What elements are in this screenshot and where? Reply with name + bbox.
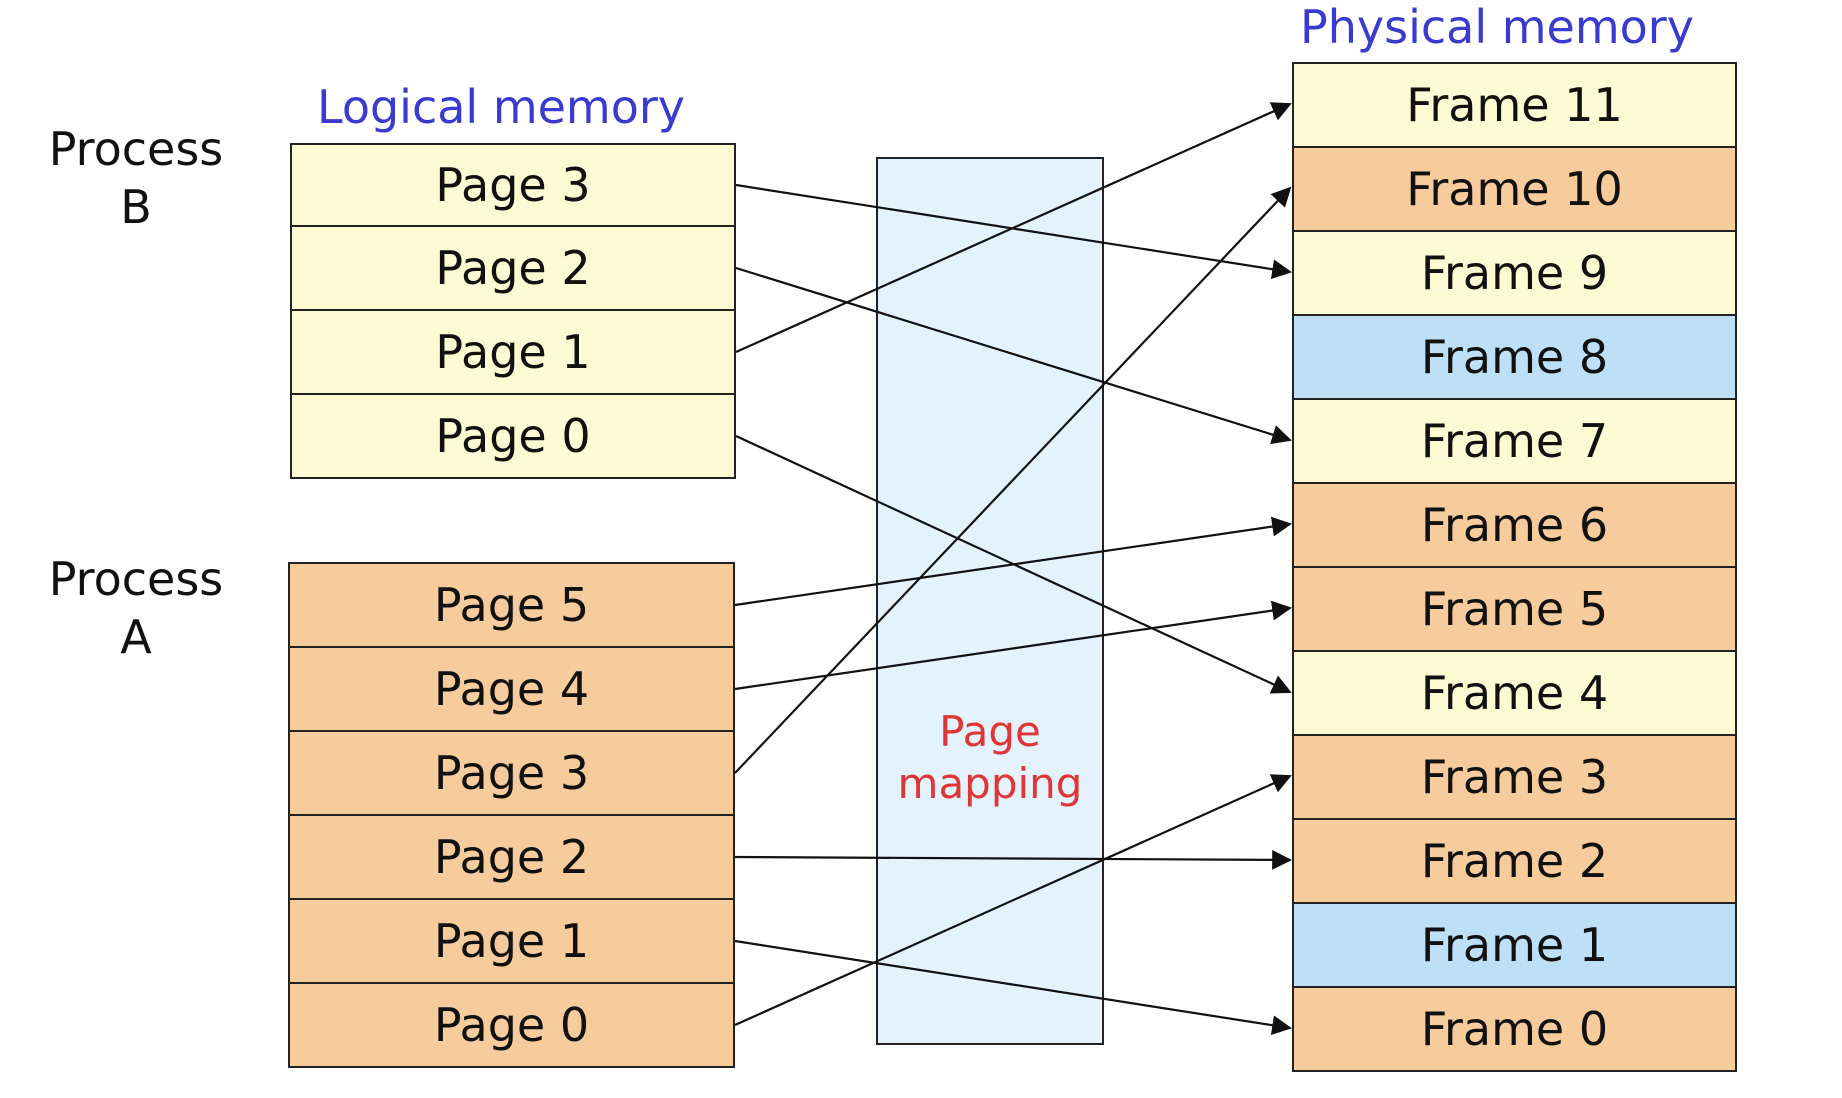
arrow-a-page5-to-frame6 <box>734 516 1292 607</box>
logical-memory-heading: Logical memory <box>317 80 686 134</box>
arrow-a-page2-to-frame2 <box>734 850 1292 870</box>
frame-10: Frame 10 <box>1292 146 1737 232</box>
arrow-a-page3-to-frame10 <box>734 186 1292 774</box>
process-b-label-line2: B <box>120 180 152 234</box>
page-mapping-label-line2: mapping <box>897 759 1083 808</box>
process-a-label: Process A <box>16 550 256 666</box>
process-a-page-0: Page 0 <box>288 982 735 1068</box>
process-a-page-1: Page 1 <box>288 898 735 984</box>
frame-3: Frame 3 <box>1292 734 1737 820</box>
process-a-page-5: Page 5 <box>288 562 735 648</box>
arrow-a-page1-to-frame0 <box>734 939 1292 1036</box>
process-a-page-3: Page 3 <box>288 730 735 816</box>
frame-0: Frame 0 <box>1292 986 1737 1072</box>
frame-11: Frame 11 <box>1292 62 1737 148</box>
page-mapping-label-line1: Page <box>939 707 1041 756</box>
process-b-page-3: Page 3 <box>290 143 736 227</box>
process-a-page-4: Page 4 <box>288 646 735 732</box>
frame-2: Frame 2 <box>1292 818 1737 904</box>
page-mapping-box <box>876 157 1104 1045</box>
frame-7: Frame 7 <box>1292 398 1737 484</box>
frame-4: Frame 4 <box>1292 650 1737 736</box>
process-a-label-line1: Process <box>48 552 224 606</box>
arrow-b-page2-to-frame7 <box>735 266 1292 445</box>
frame-1: Frame 1 <box>1292 902 1737 988</box>
frame-8: Frame 8 <box>1292 314 1737 400</box>
process-b-label: Process B <box>16 120 256 236</box>
physical-memory-heading: Physical memory <box>1300 0 1694 54</box>
process-b-label-line1: Process <box>48 122 224 176</box>
arrow-a-page4-to-frame5 <box>734 600 1292 691</box>
arrow-b-page1-to-frame11 <box>735 102 1292 354</box>
process-b-page-0: Page 0 <box>290 393 736 479</box>
process-b-page-2: Page 2 <box>290 225 736 311</box>
frame-9: Frame 9 <box>1292 230 1737 316</box>
arrow-a-page0-to-frame3 <box>734 774 1292 1027</box>
process-a-label-line2: A <box>120 610 152 664</box>
page-mapping-label: Page mapping <box>880 706 1100 810</box>
